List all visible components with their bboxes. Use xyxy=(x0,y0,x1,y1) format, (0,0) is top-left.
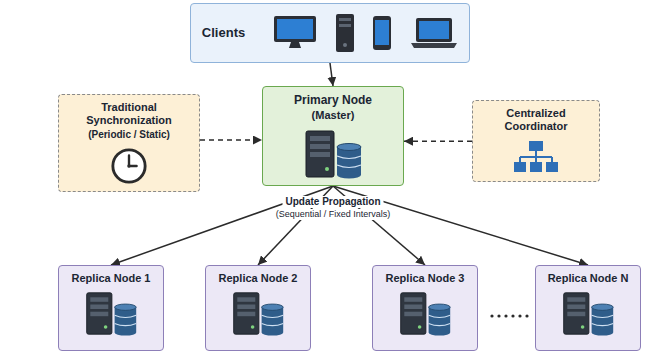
server-icon xyxy=(84,291,138,336)
flow-arrow xyxy=(330,63,333,86)
server-icon xyxy=(303,129,363,179)
node-title: Centralized Coordinator xyxy=(479,107,593,133)
clock-icon xyxy=(110,147,148,185)
replica-node-box: Replica Node 3 xyxy=(372,265,478,351)
node-subtitle: (Master) xyxy=(312,109,355,122)
coordinator-panel: Centralized Coordinator xyxy=(472,100,600,182)
node-title: Traditional Synchronization xyxy=(65,101,193,127)
sync-panel: Traditional Synchronization (Periodic / S… xyxy=(58,94,200,192)
tower-icon xyxy=(335,13,355,53)
server-icon xyxy=(231,291,285,336)
phone-icon xyxy=(372,15,392,51)
ellipsis-dots xyxy=(490,314,528,317)
edge-group-label: (Sequential / Fixed Intervals) xyxy=(273,209,394,220)
replica-node-box: Replica Node 1 xyxy=(58,265,164,351)
replica-node-box: Replica Node N xyxy=(535,265,641,351)
node-title: Primary Node xyxy=(294,93,372,107)
server-icon xyxy=(398,291,452,336)
dashed-arrow xyxy=(404,140,472,142)
edge-group-label: Update Propagation xyxy=(282,196,383,208)
dashed-arrow xyxy=(200,139,262,141)
clients-box: Clients xyxy=(190,3,470,63)
node-subtitle: (Periodic / Static) xyxy=(88,129,170,141)
replica-node-box: Replica Node 2 xyxy=(205,265,311,351)
server-icon xyxy=(561,291,615,336)
node-title: Replica Node N xyxy=(548,272,629,285)
node-title: Replica Node 2 xyxy=(219,272,298,285)
node-title: Replica Node 1 xyxy=(72,272,151,285)
monitor-icon xyxy=(273,15,317,51)
laptop-icon xyxy=(410,17,458,49)
node-title: Replica Node 3 xyxy=(386,272,465,285)
primary-node-box: Primary Node (Master) xyxy=(262,86,404,186)
tree-icon xyxy=(514,139,558,175)
node-title: Clients xyxy=(202,25,245,41)
